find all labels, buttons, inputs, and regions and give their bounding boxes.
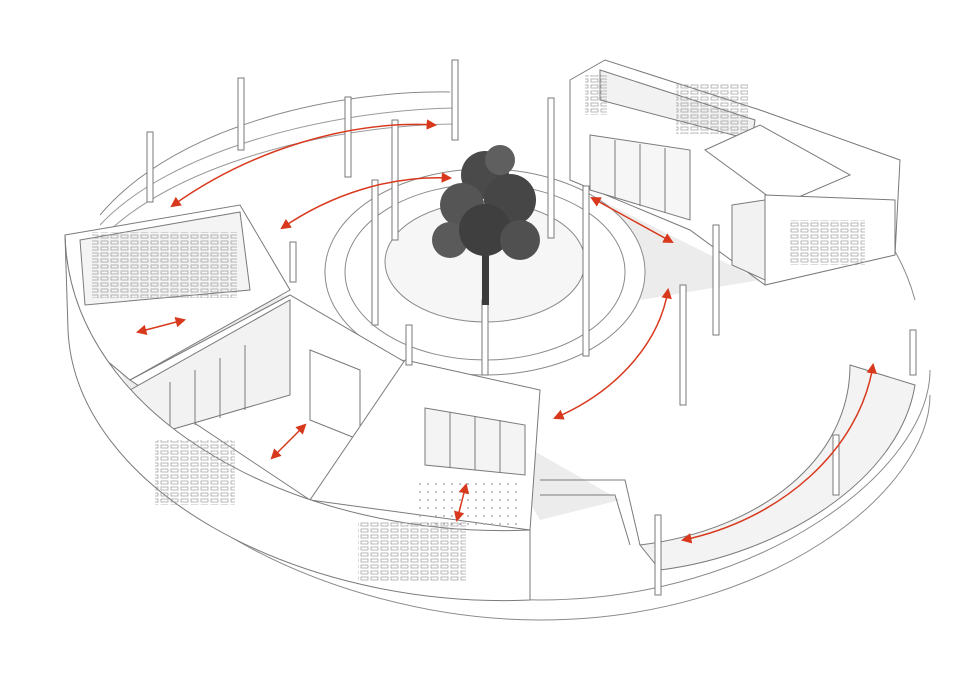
arrow-outer-ring [170,119,438,208]
arrow-right-entrance [590,196,674,244]
arrow-middle-room [270,423,307,460]
right-building [569,59,901,286]
arrow-courtyard-south [553,287,672,420]
circulation-arrows [135,119,877,544]
tree [432,145,540,305]
arrow-left-room [135,317,187,335]
arrow-south-room [454,482,469,523]
arrow-ramp [680,362,877,544]
columns [146,59,917,596]
arrow-inner-ring [280,172,453,230]
left-building [64,204,541,602]
